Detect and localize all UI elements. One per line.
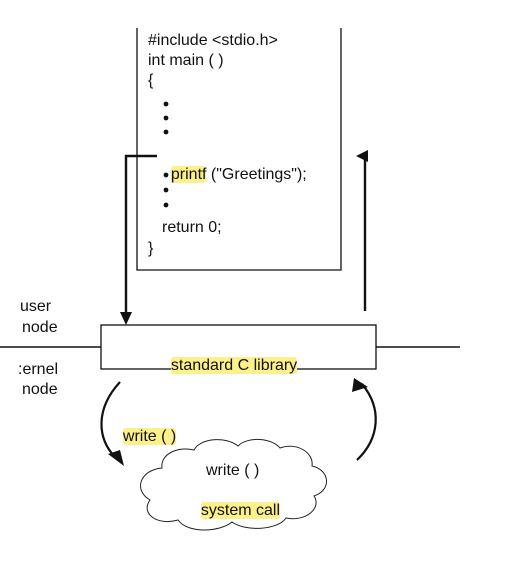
- code-return: return 0;: [162, 219, 222, 236]
- library-highlight: standard C library: [170, 357, 298, 374]
- kernel-mode-label-2: node: [22, 381, 58, 398]
- syscall-label-line1: write ( ): [206, 462, 260, 479]
- printf-args: ("Greetings");: [206, 166, 307, 183]
- printf-call-arrowhead: [120, 312, 132, 325]
- user-mode-label-1: user: [20, 298, 52, 315]
- user-mode-label-2: node: [22, 319, 58, 336]
- write-call-highlight: write ( ): [122, 428, 177, 445]
- ellipsis-dots-top: [163, 101, 169, 135]
- library-label: standard C library: [162, 339, 298, 375]
- code-main-signature: int main ( ): [148, 52, 224, 69]
- printf-call-arrow: [124, 154, 157, 314]
- program-box: [136, 28, 342, 271]
- kernel-mode-label-1: :ernel: [18, 361, 59, 378]
- code-open-brace: {: [148, 72, 154, 89]
- printf-highlight: printf: [170, 166, 207, 183]
- write-call-arc-head: [108, 450, 124, 466]
- return-arc-head: [352, 378, 368, 392]
- write-call-label: write ( ): [114, 410, 177, 446]
- return-arrow: [363, 154, 367, 311]
- system-call-cloud: [140, 439, 327, 531]
- code-printf-line: printf ("Greetings");: [162, 148, 307, 184]
- syscall-label-line2: system call: [192, 484, 281, 520]
- code-include: #include <stdio.h>: [148, 32, 278, 49]
- return-arrowhead: [356, 150, 368, 162]
- ellipsis-dots-bottom: [163, 172, 169, 208]
- syscall-highlight: system call: [200, 502, 281, 519]
- return-arc: [356, 383, 377, 461]
- write-call-arc: [100, 381, 121, 459]
- code-close-brace: }: [148, 240, 154, 257]
